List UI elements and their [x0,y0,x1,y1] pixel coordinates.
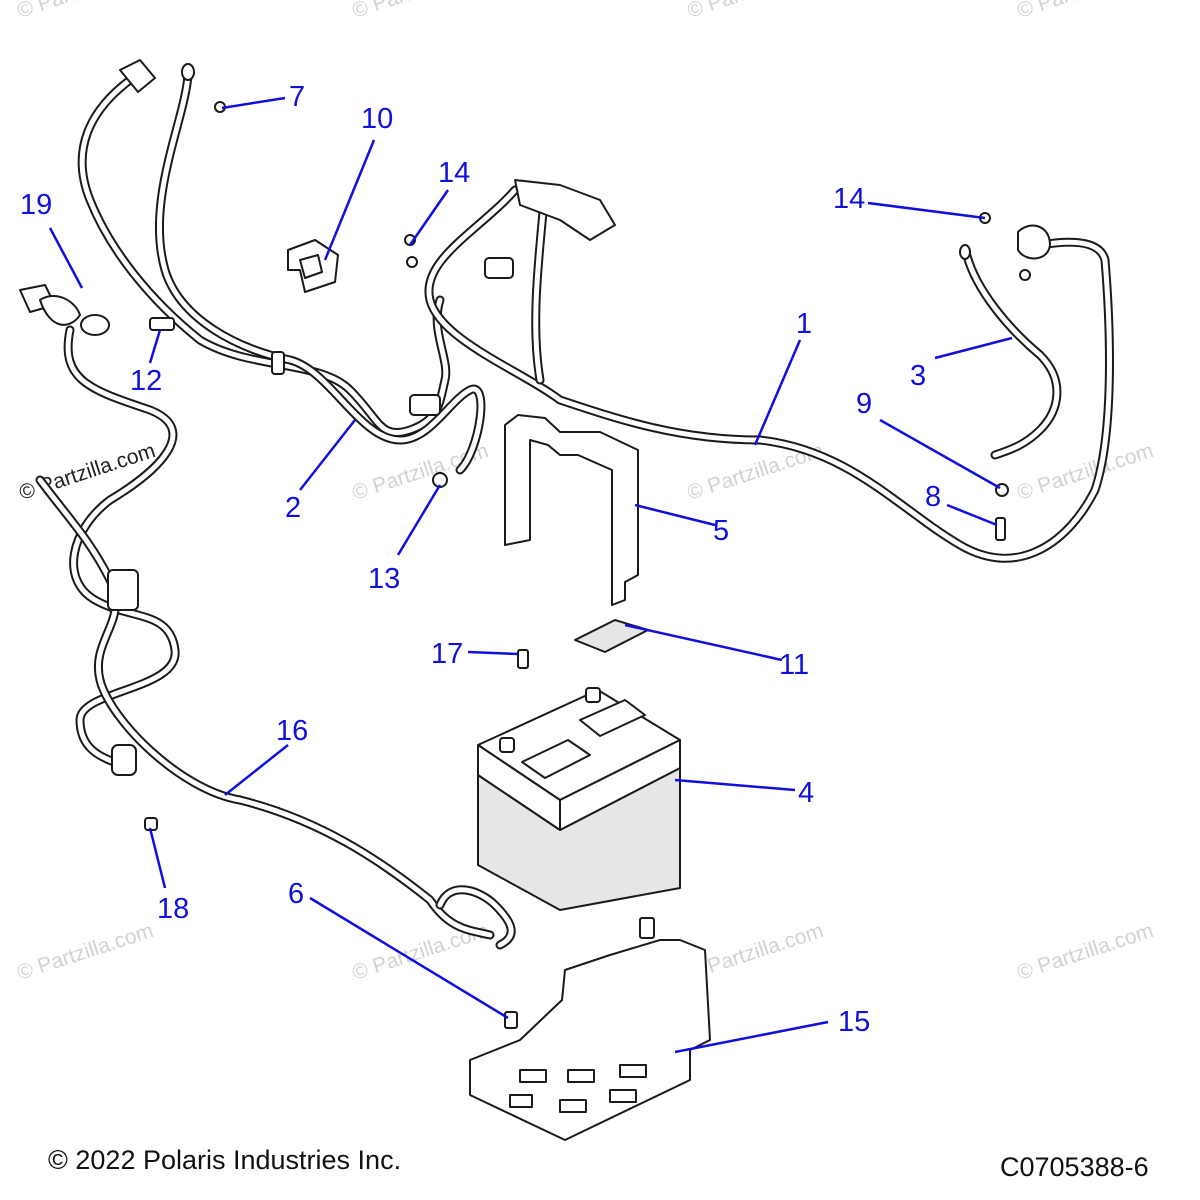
watermark: © Partzilla.com [1014,439,1156,505]
callout-16: 16 [276,715,308,747]
tray-15 [469,939,711,1141]
watermark: © Partzilla.com [684,0,826,23]
cable-1 [424,179,1114,563]
callout-3: 3 [910,360,926,392]
callout-18: 18 [157,893,189,925]
watermark: © Partzilla.com [349,0,491,23]
callout-6: 6 [288,878,304,910]
watermark: © Partzilla.com [14,0,156,23]
callout-14: 14 [833,183,865,215]
callout-11: 11 [779,649,809,681]
holddown-5 [504,414,639,606]
callout-15: 15 [838,1006,870,1038]
watermark: © Partzilla.com [14,919,156,985]
callout-17: 17 [431,638,463,670]
callout-5: 5 [713,515,729,547]
harness-16 [35,325,516,950]
callout-2: 2 [285,492,301,524]
watermark: © Partzilla.com [1014,919,1156,985]
hardware [214,101,1031,1029]
callout-7: 7 [289,81,305,113]
callout-10: 10 [361,103,393,135]
callout-8: 8 [925,481,941,513]
callout-14: 14 [438,157,470,189]
callout-1: 1 [796,308,812,340]
diagram-code: C0705388-6 [1000,1152,1149,1182]
harness-2 [77,59,486,475]
clamp-19 [19,284,110,336]
battery-4 [477,687,681,911]
callout-9: 9 [856,388,872,420]
watermark: © Partzilla.com [1014,0,1156,23]
cable-3 [959,244,1062,460]
callout-19: 19 [20,189,52,221]
callout-12: 12 [130,365,162,397]
copyright-notice: © 2022 Polaris Industries Inc. [48,1145,402,1175]
callout-4: 4 [798,777,814,809]
leader-lines [48,96,1013,1054]
bracket-10 [287,239,339,293]
callout-13: 13 [368,563,400,595]
watermark: © Partzilla.com [16,439,158,505]
callouts: 1 2 3 4 5 6 7 8 9 10 11 12 13 14 14 15 1… [20,81,941,1038]
pad-11 [574,619,649,653]
